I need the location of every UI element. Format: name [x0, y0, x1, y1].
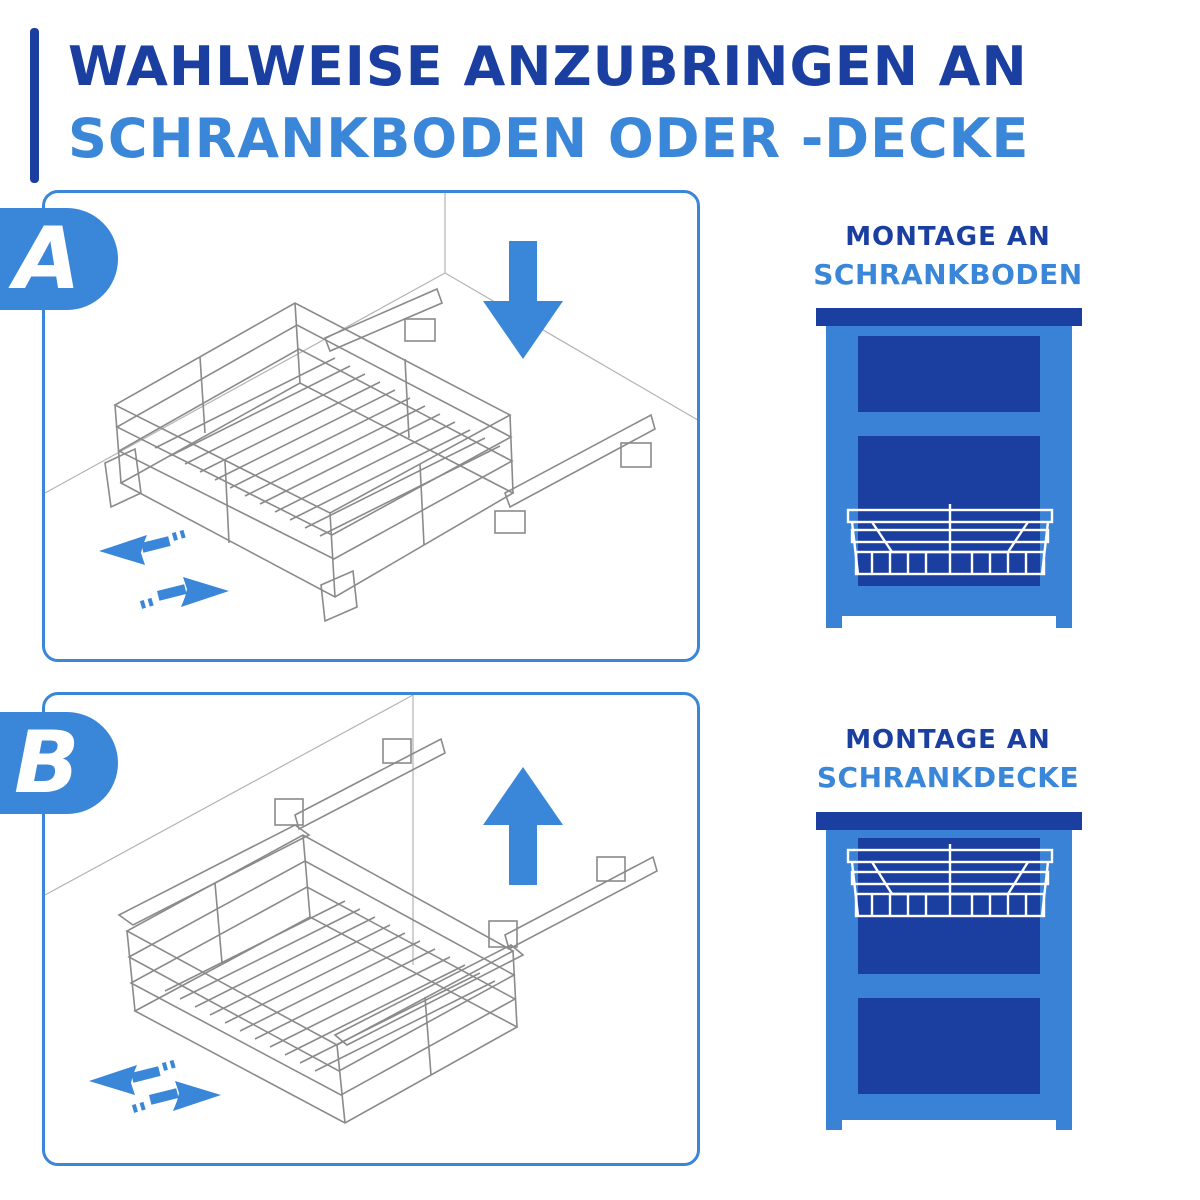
slide-arrows-icon	[89, 1059, 221, 1113]
caption-floor-mount: MONTAGE AN SCHRANKBODEN	[790, 222, 1106, 291]
basket-icon	[846, 844, 1054, 918]
arrow-up-icon	[483, 767, 563, 885]
basket-icon	[846, 504, 1054, 576]
caption-a-line-1: MONTAGE AN	[845, 222, 1051, 252]
basket-drawing	[117, 737, 658, 1124]
title-accent-bar	[30, 28, 39, 183]
option-badge-b: B	[0, 712, 118, 814]
page-title-line-2: SCHRANKBODEN ODER -DECKE	[68, 107, 1030, 170]
caption-ceiling-mount: MONTAGE AN SCHRANKDECKE	[790, 725, 1106, 794]
option-letter-a: A	[14, 209, 81, 309]
caption-b-line-1: MONTAGE AN	[845, 725, 1051, 755]
diagram-panel-a	[42, 190, 700, 662]
option-badge-a: A	[0, 208, 118, 310]
ceiling-mount-drawing	[45, 695, 658, 1124]
page-title-line-1: WAHLWEISE ANZUBRINGEN AN	[68, 35, 1028, 98]
caption-b-line-2: SCHRANKDECKE	[816, 761, 1080, 794]
cabinet-floor-mount-illustration	[816, 308, 1082, 628]
basket-drawing	[104, 287, 656, 623]
cabinet-ceiling-mount-illustration	[816, 812, 1082, 1130]
floor-mount-drawing	[45, 193, 697, 623]
slide-arrows-icon	[99, 529, 229, 609]
option-letter-b: B	[14, 713, 80, 813]
caption-a-line-2: SCHRANKBODEN	[813, 258, 1083, 291]
arrow-down-icon	[483, 241, 563, 359]
diagram-panel-b	[42, 692, 700, 1166]
